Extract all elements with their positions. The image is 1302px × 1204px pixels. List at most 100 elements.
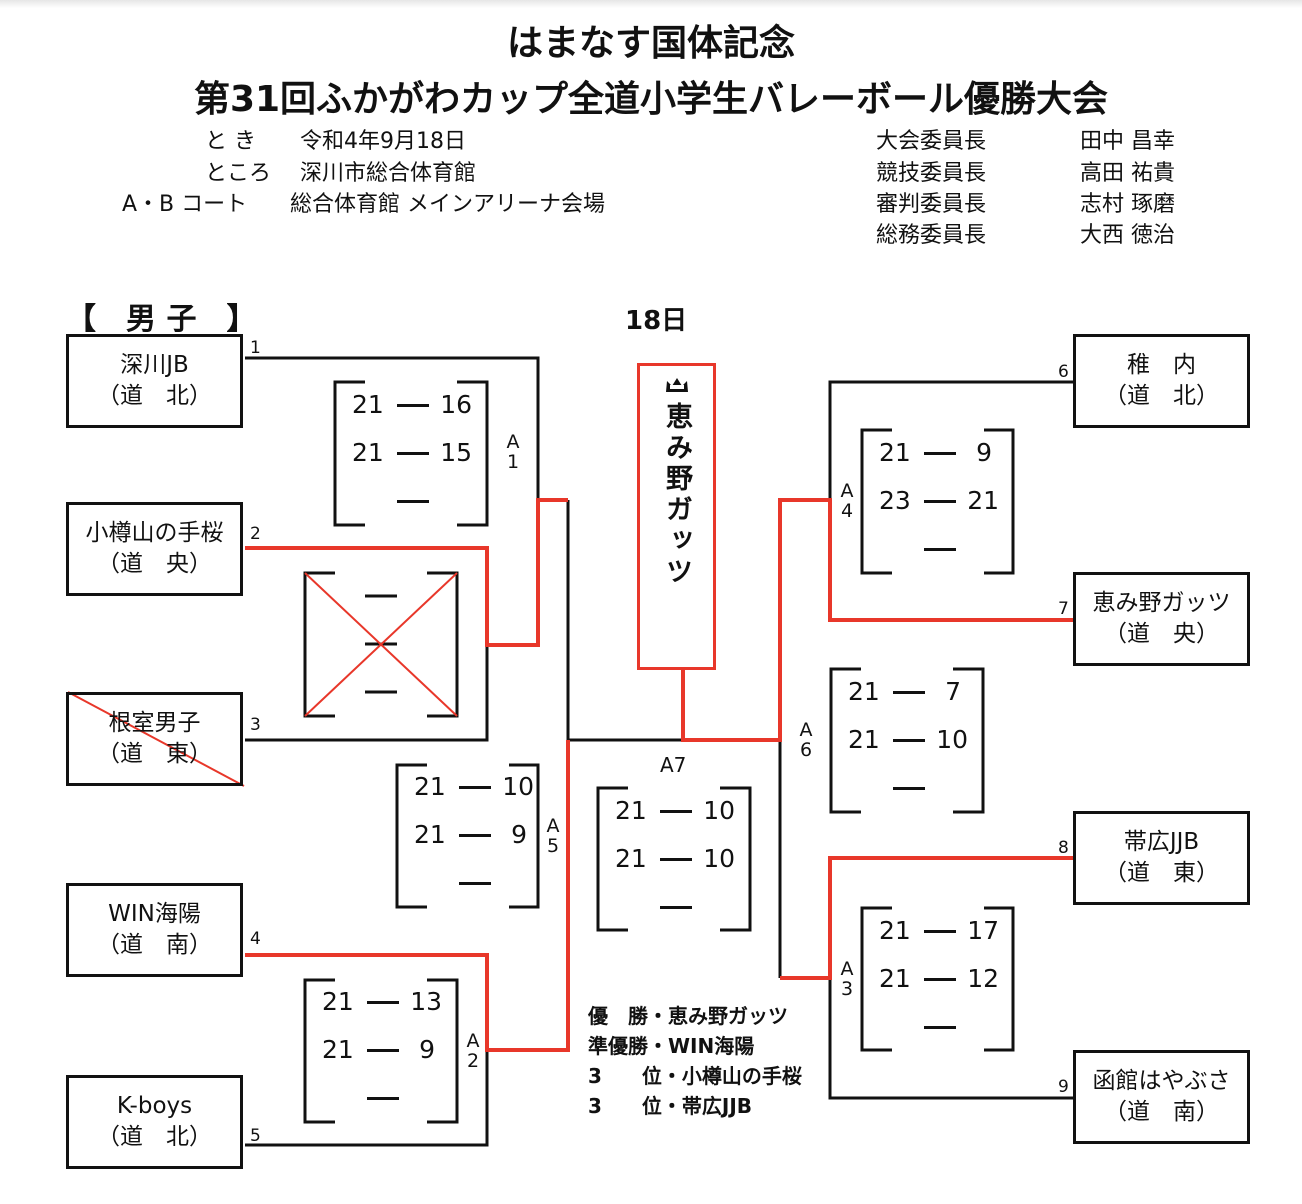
seed-number: 3: [250, 715, 261, 735]
game-label: A1: [506, 431, 520, 473]
team-name: 根室男子: [108, 710, 201, 736]
result-runner-up: 準優勝・WIN海陽: [588, 1034, 755, 1058]
seed-number: 1: [250, 338, 261, 358]
set-score: 21: [879, 916, 911, 945]
team-name: 稚 内: [1127, 352, 1196, 378]
set-score: 21: [879, 438, 911, 467]
set-score: 21: [848, 677, 880, 706]
game-label: A6: [799, 719, 813, 761]
champion-box: 恵み野ガッツ: [637, 363, 716, 670]
official-role: 総務委員長: [876, 223, 987, 248]
official-name: 高田 祐貴: [1080, 161, 1175, 186]
set-score: 21: [322, 987, 354, 1016]
set-score: 7: [945, 677, 961, 706]
set-score: 10: [703, 844, 735, 873]
team-box: 帯広JJB（道 東）: [1073, 811, 1250, 905]
line-team1: [245, 356, 540, 500]
venue-value: 深川市総合体育館: [300, 161, 477, 186]
seed-number: 7: [1058, 599, 1069, 619]
crown-icon: [665, 378, 688, 392]
seed-number: 9: [1058, 1077, 1069, 1097]
team-region: （道 北）: [97, 383, 212, 409]
day-heading: 18日: [625, 306, 688, 336]
team-name: K-boys: [116, 1093, 193, 1119]
set-score: 9: [511, 820, 527, 849]
seed-number: 2: [250, 524, 261, 544]
set-score: 21: [352, 438, 384, 467]
set-score: 9: [419, 1035, 435, 1064]
team-box: 函館はやぶさ （道 南）: [1073, 1050, 1250, 1144]
official-name: 大西 徳治: [1080, 223, 1175, 248]
team-region: （道 東）: [1104, 860, 1219, 886]
set-score: 12: [967, 964, 999, 993]
set-score: 10: [936, 725, 968, 754]
set-score: 21: [322, 1035, 354, 1064]
set-score: 17: [967, 916, 999, 945]
line-team6: [828, 380, 1073, 500]
seed-number: 5: [250, 1126, 261, 1146]
set-score: 21: [615, 796, 647, 825]
team-region: （道 央）: [97, 551, 212, 577]
line-team3: [245, 645, 489, 742]
official-role: 審判委員長: [876, 192, 987, 217]
line-team5: [245, 1050, 489, 1147]
team-name: WIN海陽: [108, 901, 201, 927]
court-label: A・B コート: [122, 192, 248, 217]
team-box-champion: 恵み野ガッツ （道 央）: [1073, 572, 1250, 666]
result-third: 3 位・小樽山の手桜: [588, 1064, 802, 1088]
set-score: 16: [440, 390, 472, 419]
team-box: 小樽山の手桜 （道 央）: [66, 502, 243, 596]
game-label-final: A7: [660, 753, 687, 777]
set-score: 21: [615, 844, 647, 873]
team-box: K-boys （道 北）: [66, 1075, 243, 1169]
score-frames: [303, 380, 1015, 1124]
team-box-withdrawn: 根室男子 （道 東）: [66, 692, 243, 786]
seed-number: 8: [1058, 838, 1069, 858]
title-line-1: はまなす国体記念: [506, 23, 795, 64]
date-value: 令和4年9月18日: [300, 129, 466, 154]
top-edge: [0, 0, 1302, 8]
team-region: （道 東）: [97, 741, 212, 767]
team-box: 稚 内 （道 北）: [1073, 334, 1250, 428]
team-region: （道 北）: [97, 1124, 212, 1150]
team-name: 恵み野ガッツ: [1092, 590, 1231, 616]
game-label: A2: [466, 1030, 480, 1072]
result-winner: 優 勝・恵み野ガッツ: [588, 1004, 788, 1028]
team-name: 深川JB: [120, 352, 189, 378]
team-name: 函館はやぶさ: [1092, 1068, 1231, 1094]
no-game-cross: [67, 572, 458, 787]
division-heading: 【 男 子 】: [66, 302, 257, 337]
set-score: 10: [502, 772, 534, 801]
withdrawn-strike: [67, 691, 245, 787]
team-region: （道 南）: [1104, 1099, 1219, 1125]
seed-number: 4: [250, 929, 261, 949]
team-region: （道 南）: [97, 932, 212, 958]
title-line-2: 第31回ふかがわカップ全道小学生バレーボール優勝大会: [193, 79, 1109, 120]
official-name: 志村 琢磨: [1080, 192, 1175, 217]
line-team9: [828, 978, 1073, 1100]
set-score: 13: [410, 987, 442, 1016]
set-score: 23: [879, 486, 911, 515]
court-value: 総合体育館 メインアリーナ会場: [290, 192, 605, 217]
set-score: 9: [976, 438, 992, 467]
seed-number: 6: [1058, 362, 1069, 382]
game-label: A5: [546, 815, 560, 857]
set-score: 21: [879, 964, 911, 993]
team-region: （道 北）: [1104, 383, 1219, 409]
team-region: （道 央）: [1104, 621, 1219, 647]
set-score: 21: [967, 486, 999, 515]
champion-name: 恵み野ガッツ: [661, 402, 692, 588]
set-score: 21: [414, 772, 446, 801]
set-score: 15: [440, 438, 472, 467]
set-score: 10: [703, 796, 735, 825]
venue-label: ところ: [205, 161, 272, 186]
game-label: A4: [840, 480, 854, 522]
set-score: 21: [352, 390, 384, 419]
official-name: 田中 昌幸: [1080, 129, 1175, 154]
date-label: と き: [205, 129, 256, 154]
team-name: 小樽山の手桜: [85, 520, 224, 546]
set-score: 21: [414, 820, 446, 849]
set-score: 21: [848, 725, 880, 754]
